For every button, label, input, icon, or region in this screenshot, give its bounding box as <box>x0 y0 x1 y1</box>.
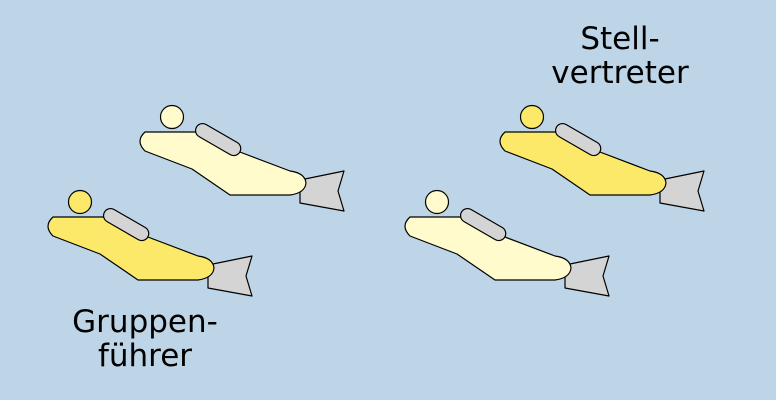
diver-head <box>519 104 545 130</box>
air-tank <box>554 122 602 157</box>
diver-body <box>47 216 215 281</box>
diver-body <box>139 131 307 196</box>
diver-bottom-left <box>47 189 253 297</box>
diver-head <box>424 189 450 215</box>
label-group-leader-line2: führer <box>97 338 193 374</box>
diver-body <box>404 216 572 281</box>
fin <box>207 255 253 297</box>
label-deputy-line1: Stell- <box>580 21 660 57</box>
air-tank <box>102 207 150 242</box>
air-tank <box>459 207 507 242</box>
diver-top-right <box>499 104 705 212</box>
label-deputy-line2: vertreter <box>551 55 689 91</box>
diver-top-left <box>139 104 345 212</box>
diver-bottom-right <box>404 189 610 297</box>
diver-head <box>67 189 93 215</box>
fin <box>299 170 345 212</box>
fin <box>659 170 705 212</box>
label-group-leader-line1: Gruppen- <box>72 304 218 340</box>
diver-head <box>159 104 185 130</box>
diver-body <box>499 131 667 196</box>
fin <box>564 255 610 297</box>
air-tank <box>194 122 242 157</box>
label-group-leader: Gruppen- führer <box>60 305 230 373</box>
label-deputy: Stell- vertreter <box>535 22 705 90</box>
